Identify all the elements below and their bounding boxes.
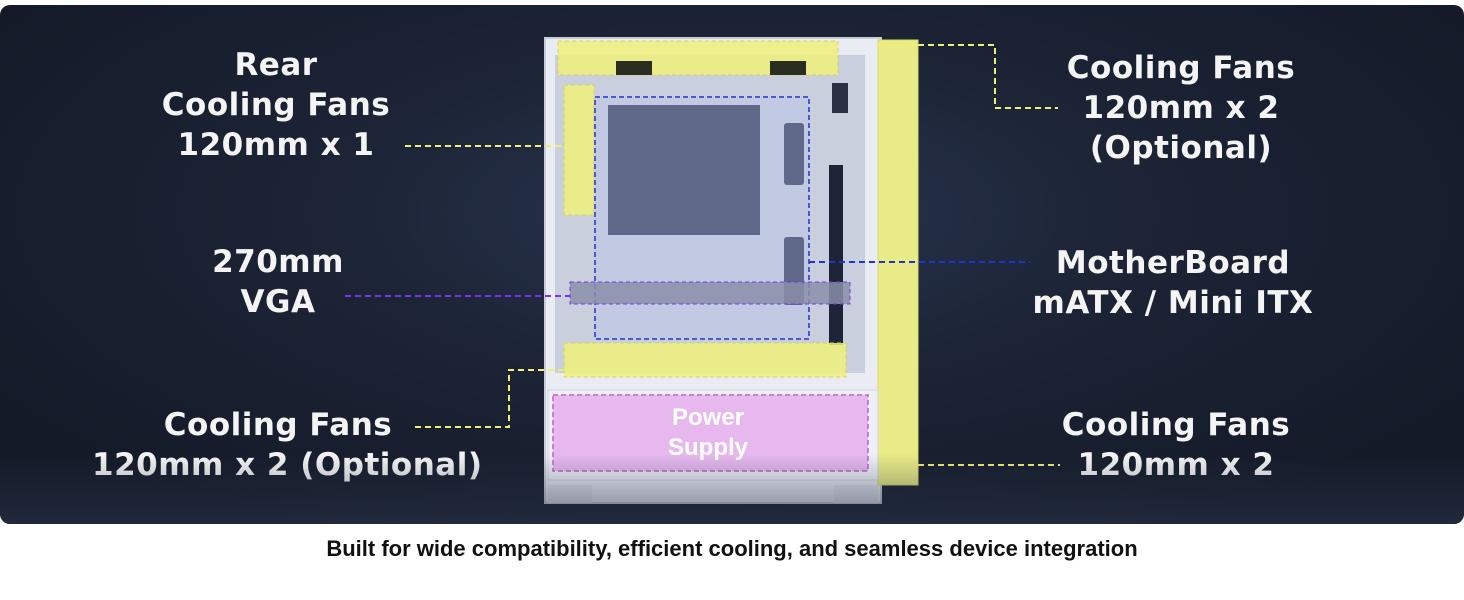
vga-outline <box>569 281 851 305</box>
top-fans-line3: (Optional) <box>1089 130 1273 166</box>
top-fans-label: Cooling Fans 120mm x 2 (Optional) <box>1060 48 1302 168</box>
top-fans-line2: 120mm x 2 <box>1082 90 1280 126</box>
rear-fans-line1: Rear <box>234 47 318 83</box>
top-fans-line1: Cooling Fans <box>1066 50 1296 86</box>
motherboard-label: MotherBoard mATX / Mini ITX <box>1030 243 1316 323</box>
bottom-fans-leader <box>415 369 564 428</box>
rear-fans-line2: Cooling Fans <box>161 87 391 123</box>
case-diagram: Power Supply <box>345 37 1060 504</box>
vga-line1: 270mm <box>212 244 344 280</box>
caption: Built for wide compatibility, efficient … <box>326 536 1138 561</box>
bottom-fans-line1: Cooling Fans <box>163 407 393 443</box>
psu-label-line2: Supply <box>668 434 749 461</box>
vga-line2: VGA <box>240 284 316 320</box>
bottom-fans-label: Cooling Fans 120mm x 2 (Optional) <box>92 405 483 485</box>
top-fans-leader <box>878 44 1058 109</box>
vga-label: 270mm VGA <box>190 242 366 322</box>
top-fans-highlight <box>557 40 839 76</box>
front-fans-line1: Cooling Fans <box>1061 407 1291 443</box>
rear-fans-label: Rear Cooling Fans 120mm x 1 <box>160 45 392 165</box>
top-fan-mount-left <box>616 61 652 75</box>
rear-fan-highlight <box>563 84 595 216</box>
diagram-panel: Power Supply Rear Cooling Fans 120mm x 1… <box>0 5 1464 524</box>
psu-label-line1: Power <box>672 404 744 431</box>
top-fan-mount-right <box>770 61 806 75</box>
bottom-fans-line2: 120mm x 2 (Optional) <box>92 447 483 483</box>
front-fans-line2: 120mm x 2 <box>1077 447 1275 483</box>
bottom-fans-highlight <box>563 342 847 378</box>
front-fans-label: Cooling Fans 120mm x 2 <box>1058 405 1294 485</box>
motherboard-line1: MotherBoard <box>1055 245 1291 281</box>
rear-fans-line3: 120mm x 1 <box>177 127 375 163</box>
motherboard-line2: mATX / Mini ITX <box>1032 285 1314 321</box>
